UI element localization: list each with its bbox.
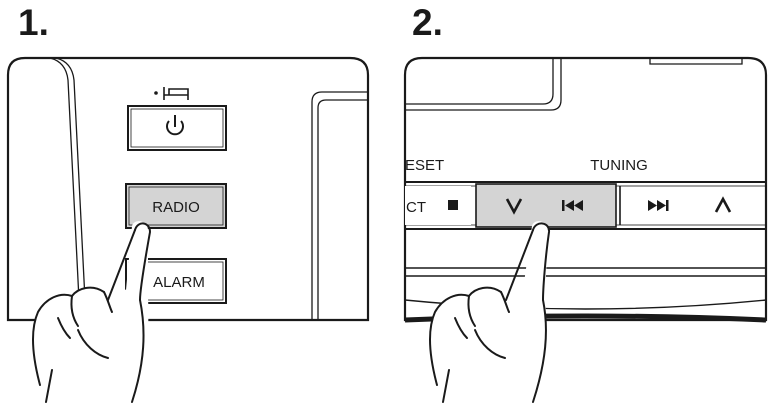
step-1-number: 1. (18, 2, 49, 43)
power-icon (166, 115, 184, 136)
hand-pointer-icon (31, 221, 151, 403)
panel-1-device (6, 56, 370, 322)
skip-forward-button[interactable] (648, 200, 669, 211)
sleep-bed-icon (154, 87, 189, 100)
skip-back-icon (562, 200, 583, 211)
tune-up-button[interactable] (714, 196, 732, 213)
select-button[interactable]: CT (405, 186, 471, 225)
radio-button-label: RADIO (152, 199, 200, 216)
radio-button[interactable]: RADIO (125, 183, 227, 229)
stop-square-icon (448, 200, 458, 210)
tune-down-button[interactable] (475, 183, 617, 228)
select-button-label: CT (406, 199, 426, 216)
chevron-up-icon (714, 196, 732, 213)
alarm-button-label: ALARM (153, 274, 205, 291)
power-button[interactable] (127, 105, 227, 151)
hand-pointer-icon (428, 221, 550, 403)
preset-label: ESET (405, 157, 444, 174)
skip-forward-icon (648, 200, 669, 211)
chevron-down-icon (505, 198, 523, 215)
tuning-label: TUNING (590, 157, 648, 174)
step-2-number: 2. (412, 2, 443, 43)
